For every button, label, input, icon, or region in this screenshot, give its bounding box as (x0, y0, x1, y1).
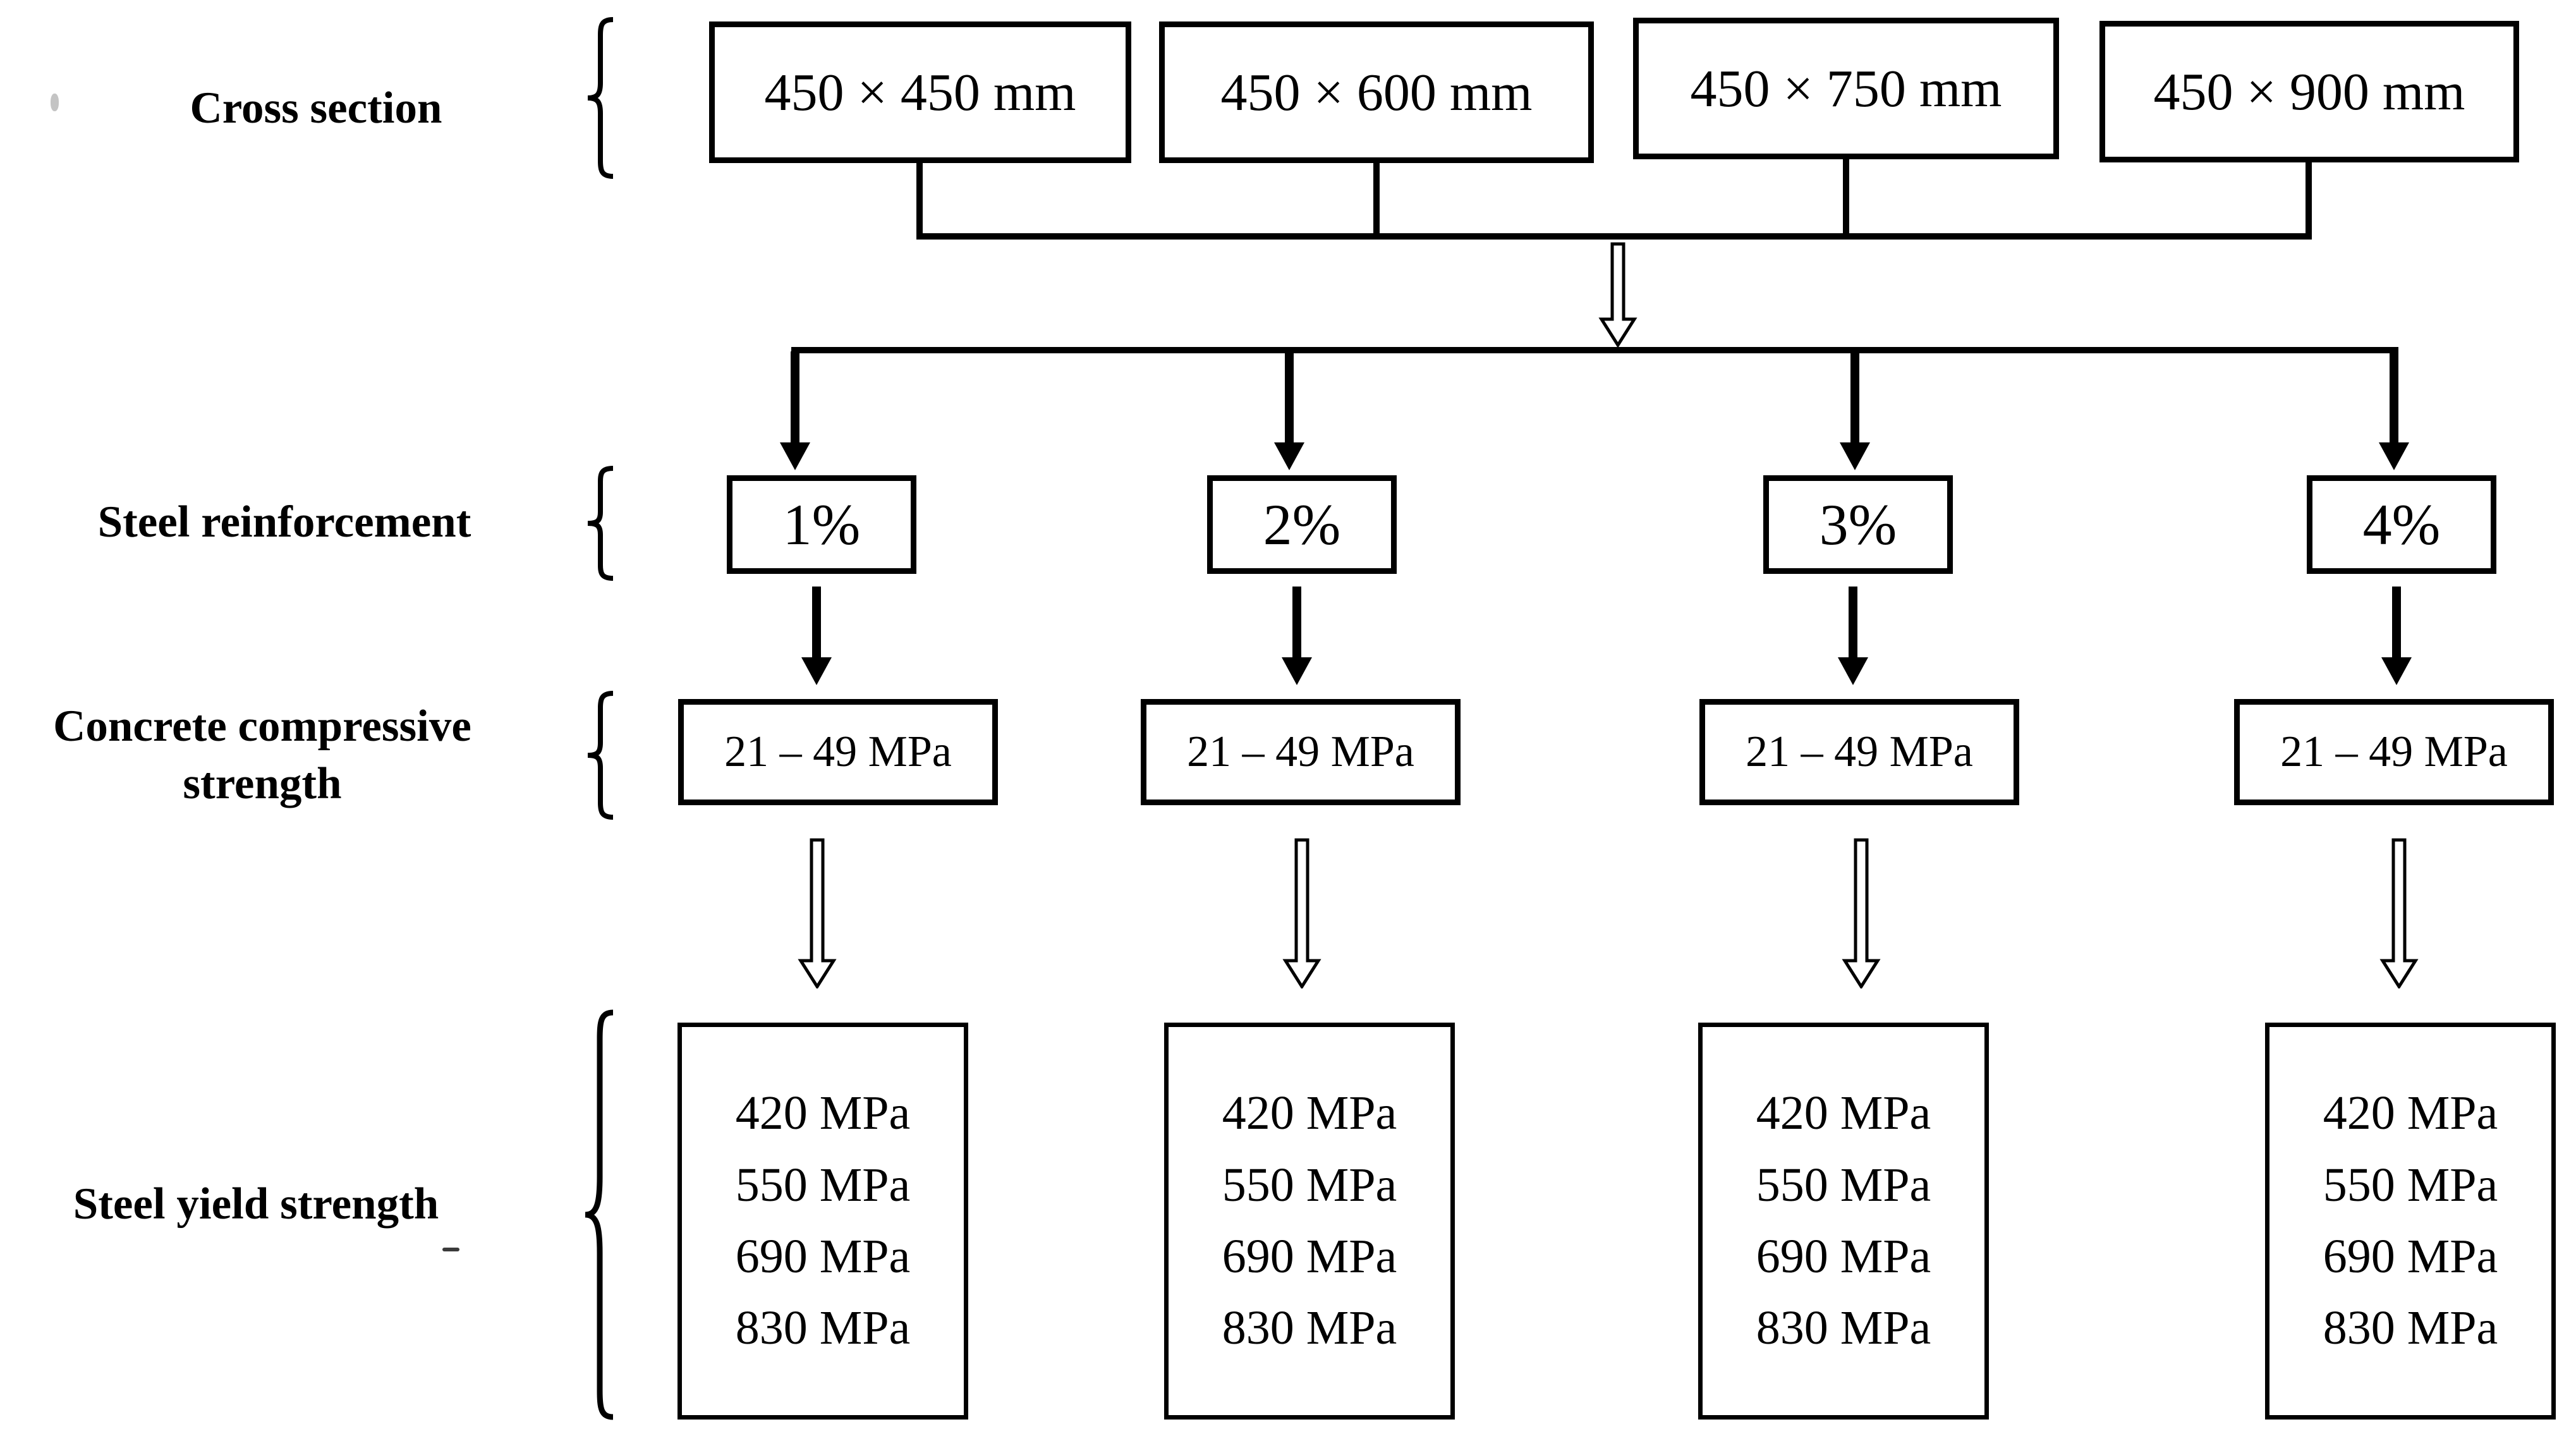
steel-reinforcement-box: 3% (1763, 475, 1953, 574)
distribution-line (791, 347, 2398, 353)
arrow-down-icon (1274, 351, 1304, 470)
steel-reinforcement-box: 1% (727, 475, 916, 574)
arrow-shaft (2392, 587, 2401, 657)
steel-reinforcement-box: 4% (2307, 475, 2496, 574)
yield-value: 420 MPa (1222, 1086, 1397, 1140)
yield-value: 690 MPa (1222, 1230, 1397, 1283)
yield-value: 420 MPa (1756, 1086, 1931, 1140)
arrow-shaft (812, 587, 821, 657)
yield-value: 690 MPa (735, 1230, 911, 1283)
arrow-down-icon (801, 587, 832, 685)
arrow-head (780, 442, 810, 470)
steel-reinforcement-box: 2% (1207, 475, 1397, 574)
arrow-down-icon (780, 351, 810, 470)
arrow-down-icon (1840, 351, 1870, 470)
collector-line (916, 233, 2312, 240)
arrow-head (801, 657, 832, 685)
double-arrow-down-icon (2379, 838, 2419, 988)
arrow-shaft (1292, 587, 1301, 657)
compressive-strength-box: 21 – 49 MPa (1141, 699, 1461, 805)
arrow-down-icon (1838, 587, 1868, 685)
yield-value: 420 MPa (735, 1086, 911, 1140)
compressive-strength-box: 21 – 49 MPa (2234, 699, 2554, 805)
double-arrow-down-icon (798, 838, 837, 988)
left-brace-icon (587, 691, 614, 820)
yield-value: 690 MPa (1756, 1230, 1931, 1283)
cross-section-box: 450 × 450 mm (709, 21, 1131, 163)
cross-section-box: 450 × 600 mm (1159, 21, 1594, 163)
arrow-head (1282, 657, 1312, 685)
row-label-cross-section: Cross section (190, 83, 442, 133)
arrow-head (1838, 657, 1868, 685)
yield-value: 550 MPa (1222, 1158, 1397, 1212)
arrow-head (1840, 442, 1870, 470)
steel-yield-strength-box: 420 MPa 550 MPa 690 MPa 830 MPa (1164, 1023, 1455, 1420)
connector-line (1373, 161, 1380, 239)
row-label-steel-yield-strength: Steel yield strength (73, 1179, 439, 1229)
double-arrow-down-icon (1842, 838, 1881, 988)
arrow-shaft (1285, 351, 1294, 442)
yield-value: 830 MPa (2323, 1301, 2498, 1355)
arrow-head (2379, 442, 2409, 470)
yield-value: 550 MPa (2323, 1158, 2498, 1212)
row-label-line2: strength (183, 759, 342, 808)
double-arrow-down-icon (1282, 838, 1321, 988)
steel-yield-strength-box: 420 MPa 550 MPa 690 MPa 830 MPa (2265, 1023, 2556, 1420)
yield-value: 690 MPa (2323, 1230, 2498, 1283)
row-label-concrete-compressive-strength: Concrete compressive strength (19, 695, 506, 815)
yield-value: 550 MPa (735, 1158, 911, 1212)
double-arrow-down-icon (1598, 242, 1637, 347)
row-label-steel-reinforcement: Steel reinforcement (97, 497, 471, 547)
connector-line (1843, 157, 1849, 239)
left-brace-icon (585, 1009, 614, 1420)
arrow-down-icon (2381, 587, 2412, 685)
arrow-down-icon (1282, 587, 1312, 685)
arrow-shaft (791, 351, 799, 442)
yield-value: 420 MPa (2323, 1086, 2498, 1140)
arrow-shaft (2390, 351, 2398, 442)
dash-artifact (442, 1248, 459, 1251)
cross-section-box: 450 × 900 mm (2099, 21, 2519, 162)
smudge-artifact (51, 94, 59, 111)
row-label-line1: Concrete compressive (53, 702, 471, 751)
arrow-down-icon (2379, 351, 2409, 470)
arrow-shaft (1850, 351, 1859, 442)
yield-value: 550 MPa (1756, 1158, 1931, 1212)
compressive-strength-box: 21 – 49 MPa (1699, 699, 2019, 805)
steel-yield-strength-box: 420 MPa 550 MPa 690 MPa 830 MPa (1698, 1023, 1989, 1420)
connector-line (916, 161, 923, 239)
arrow-head (2381, 657, 2412, 685)
compressive-strength-box: 21 – 49 MPa (678, 699, 998, 805)
yield-value: 830 MPa (1756, 1301, 1931, 1355)
left-brace-icon (587, 17, 614, 179)
arrow-shaft (1849, 587, 1857, 657)
connector-line (2306, 160, 2312, 239)
yield-value: 830 MPa (735, 1301, 911, 1355)
steel-yield-strength-box: 420 MPa 550 MPa 690 MPa 830 MPa (677, 1023, 968, 1420)
yield-value: 830 MPa (1222, 1301, 1397, 1355)
left-brace-icon (587, 466, 614, 581)
arrow-head (1274, 442, 1304, 470)
cross-section-box: 450 × 750 mm (1633, 18, 2059, 159)
